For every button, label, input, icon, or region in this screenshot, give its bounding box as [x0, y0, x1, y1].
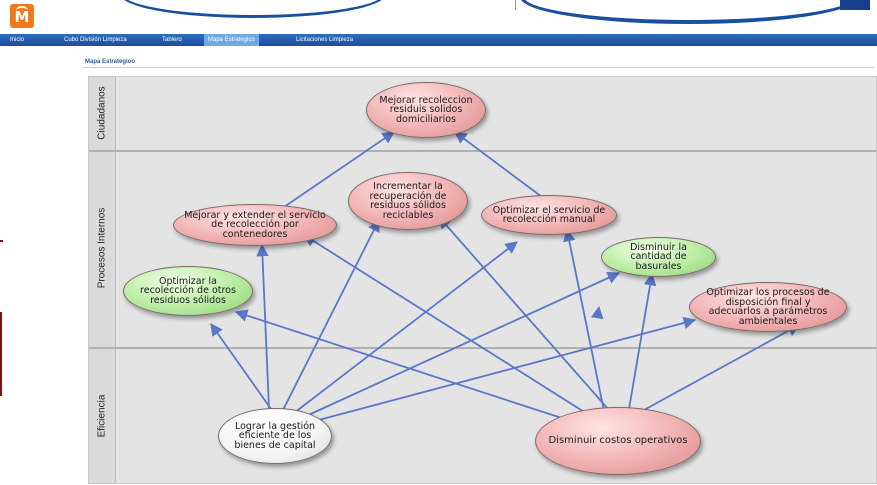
objective-incrementar-recuperacion-reciclables[interactable]: Incrementar la recuperación de residuos … [348, 172, 468, 230]
banner-decoration-2 [520, 0, 858, 24]
objective-disminuir-basurales[interactable]: Disminuir la cantidad de basurales [601, 237, 716, 277]
main-nav: Inicio Cubo División Limpieza Tablero Ma… [0, 34, 877, 46]
nav-mapa-estrategico[interactable]: Mapa Estrategico [204, 34, 259, 46]
objective-mejorar-extender-contenedores[interactable]: Mejorar y extender el servicio de recole… [173, 204, 337, 246]
arrow-layer [210, 131, 801, 423]
lane-separator [89, 150, 876, 152]
strategy-map: Ciudadanos Procesos Internos Eficiencia [88, 76, 877, 484]
banner-decoration [120, 0, 386, 18]
objective-disminuir-costos-operativos[interactable]: Disminuir costos operativos [535, 407, 701, 475]
objective-optimizar-otros-residuos[interactable]: Optimizar la recolección de otros residu… [123, 266, 253, 316]
lane-label-column [89, 77, 116, 483]
nav-inicio[interactable]: Inicio [10, 37, 25, 43]
app-header: M [0, 0, 877, 33]
nav-cubo-division-limpieza[interactable]: Cubo División Limpieza [64, 37, 127, 43]
nav-licitaciones-limpieza[interactable]: Licitaciones Limpieza [296, 37, 354, 43]
title-divider [83, 67, 874, 68]
objective-mejorar-recoleccion-domiciliarios[interactable]: Mejorar recoleccion residuis solidos dom… [366, 82, 486, 138]
objective-gestion-bienes-capital[interactable]: Lograr la gestión eficiente de los biene… [218, 408, 332, 464]
page-title: Mapa Estrategioo [85, 59, 136, 65]
objective-optimizar-disposicion-final[interactable]: Optimizar los procesos de disposición fi… [689, 282, 847, 332]
side-decoration [0, 312, 2, 396]
brand-logo-icon[interactable]: M [10, 4, 34, 28]
objective-optimizar-recoleccion-manual[interactable]: Optimizar el servicio de recolección man… [481, 195, 617, 235]
nav-tablero[interactable]: Tablero [162, 37, 182, 43]
